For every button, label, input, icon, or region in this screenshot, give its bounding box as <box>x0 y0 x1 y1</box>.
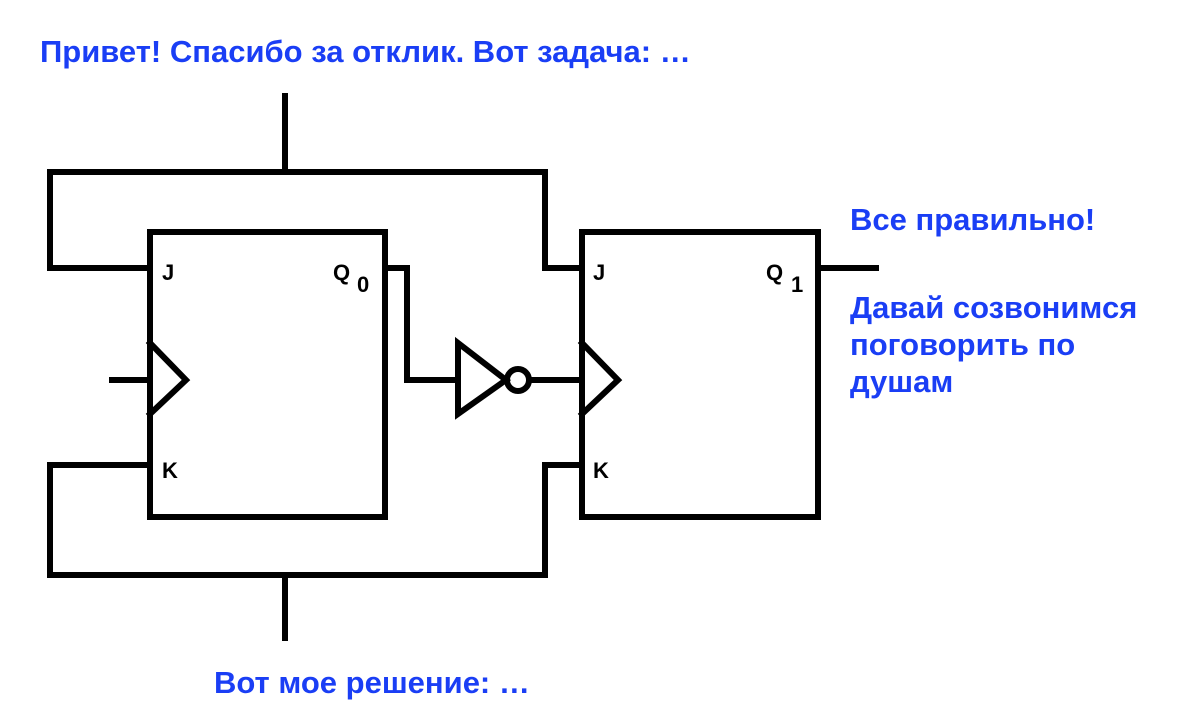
flipflop-left-clock-triangle <box>145 338 191 419</box>
message-right-call-line-1: Давай созвонимся <box>850 290 1138 325</box>
q0-to-inverter-wire <box>382 265 461 383</box>
flipflop-left-k-label: K <box>162 458 178 483</box>
flipflop-right-k-label: K <box>593 458 609 483</box>
flipflop-left <box>147 229 388 520</box>
message-bottom: Вот мое решение: … <box>214 665 530 700</box>
bottom-feedback-wire <box>47 462 585 578</box>
flipflop-left-q-index: 0 <box>357 272 369 297</box>
message-right-call-line-2: поговорить по <box>850 327 1076 362</box>
message-right-call-line-3: душам <box>850 364 954 399</box>
flipflop-right-j-label: J <box>593 260 605 285</box>
flipflop-right <box>579 229 821 520</box>
flipflop-left-q-label: Q <box>333 260 350 285</box>
flipflop-right-clock-triangle <box>577 338 623 419</box>
flipflop-right-q-index: 1 <box>791 272 803 297</box>
inverter-triangle <box>455 336 512 420</box>
flipflop-left-j-label: J <box>162 260 174 285</box>
inverter-bubble <box>504 366 532 394</box>
message-right-call: Давай созвонимся поговорить по душам <box>850 289 1137 400</box>
message-top: Привет! Спасибо за отклик. Вот задача: … <box>40 34 691 69</box>
flipflop-right-q-label: Q <box>766 260 783 285</box>
top-feedback-wire <box>47 169 585 271</box>
message-right-correct: Все правильно! <box>850 202 1096 237</box>
